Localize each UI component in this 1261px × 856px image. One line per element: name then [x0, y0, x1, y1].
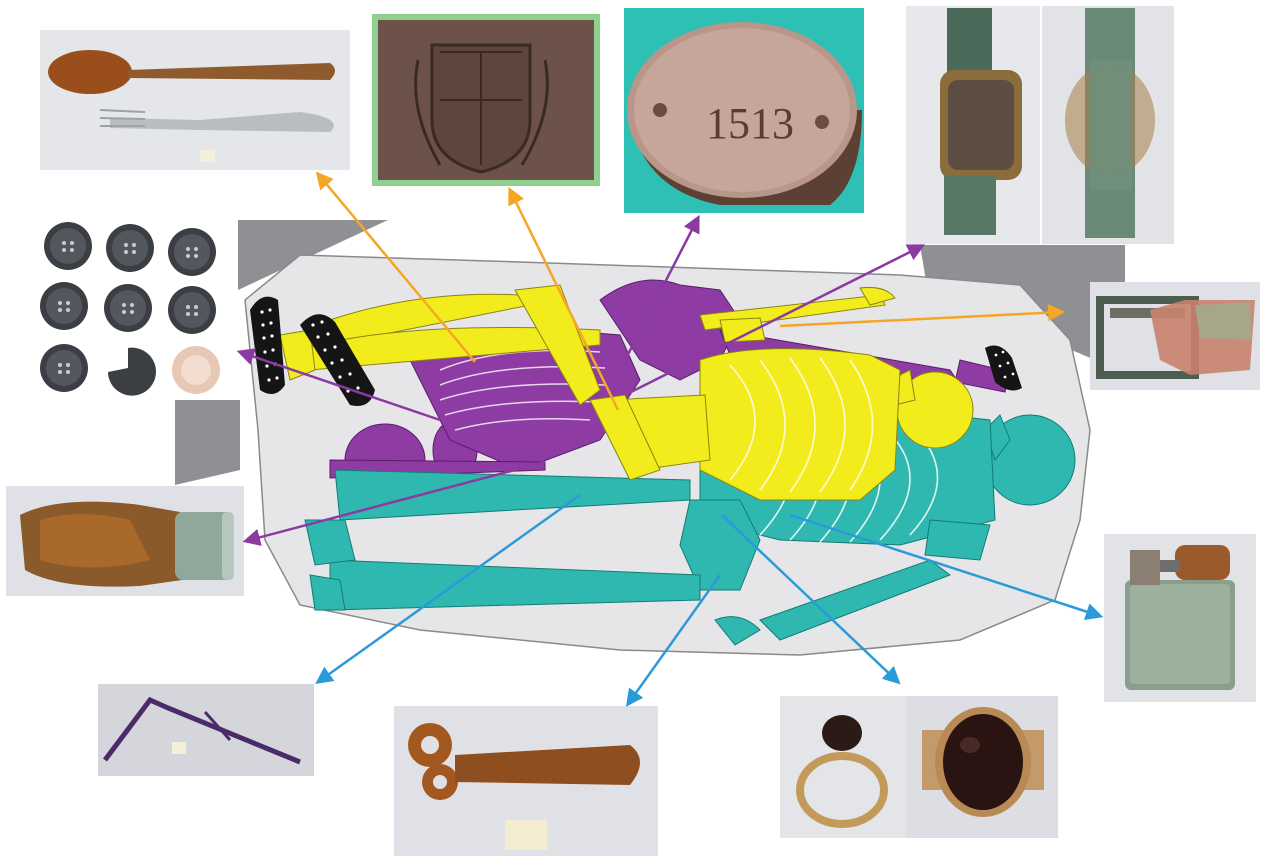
buttons-icon: [40, 222, 220, 396]
photo-id-tag[interactable]: 1513: [624, 8, 864, 213]
photo-wristwatch[interactable]: [906, 6, 1174, 244]
photo-spoon-fork[interactable]: [40, 30, 350, 170]
photo-belt-buckle[interactable]: [1090, 282, 1260, 390]
photo-lighter[interactable]: [1104, 534, 1256, 702]
photo-bent-wire[interactable]: [98, 684, 314, 776]
disc-engraving: 1513: [706, 99, 794, 148]
photo-ring[interactable]: [780, 696, 1058, 838]
photo-buttons[interactable]: [30, 222, 238, 400]
photo-rusted-key[interactable]: [394, 706, 658, 856]
photo-coat-of-arms-plate[interactable]: [372, 14, 600, 186]
rusted-cylinder-icon: [20, 502, 234, 587]
photo-rusted-cylinder[interactable]: [6, 486, 244, 596]
lighter-icon: [1125, 545, 1235, 690]
